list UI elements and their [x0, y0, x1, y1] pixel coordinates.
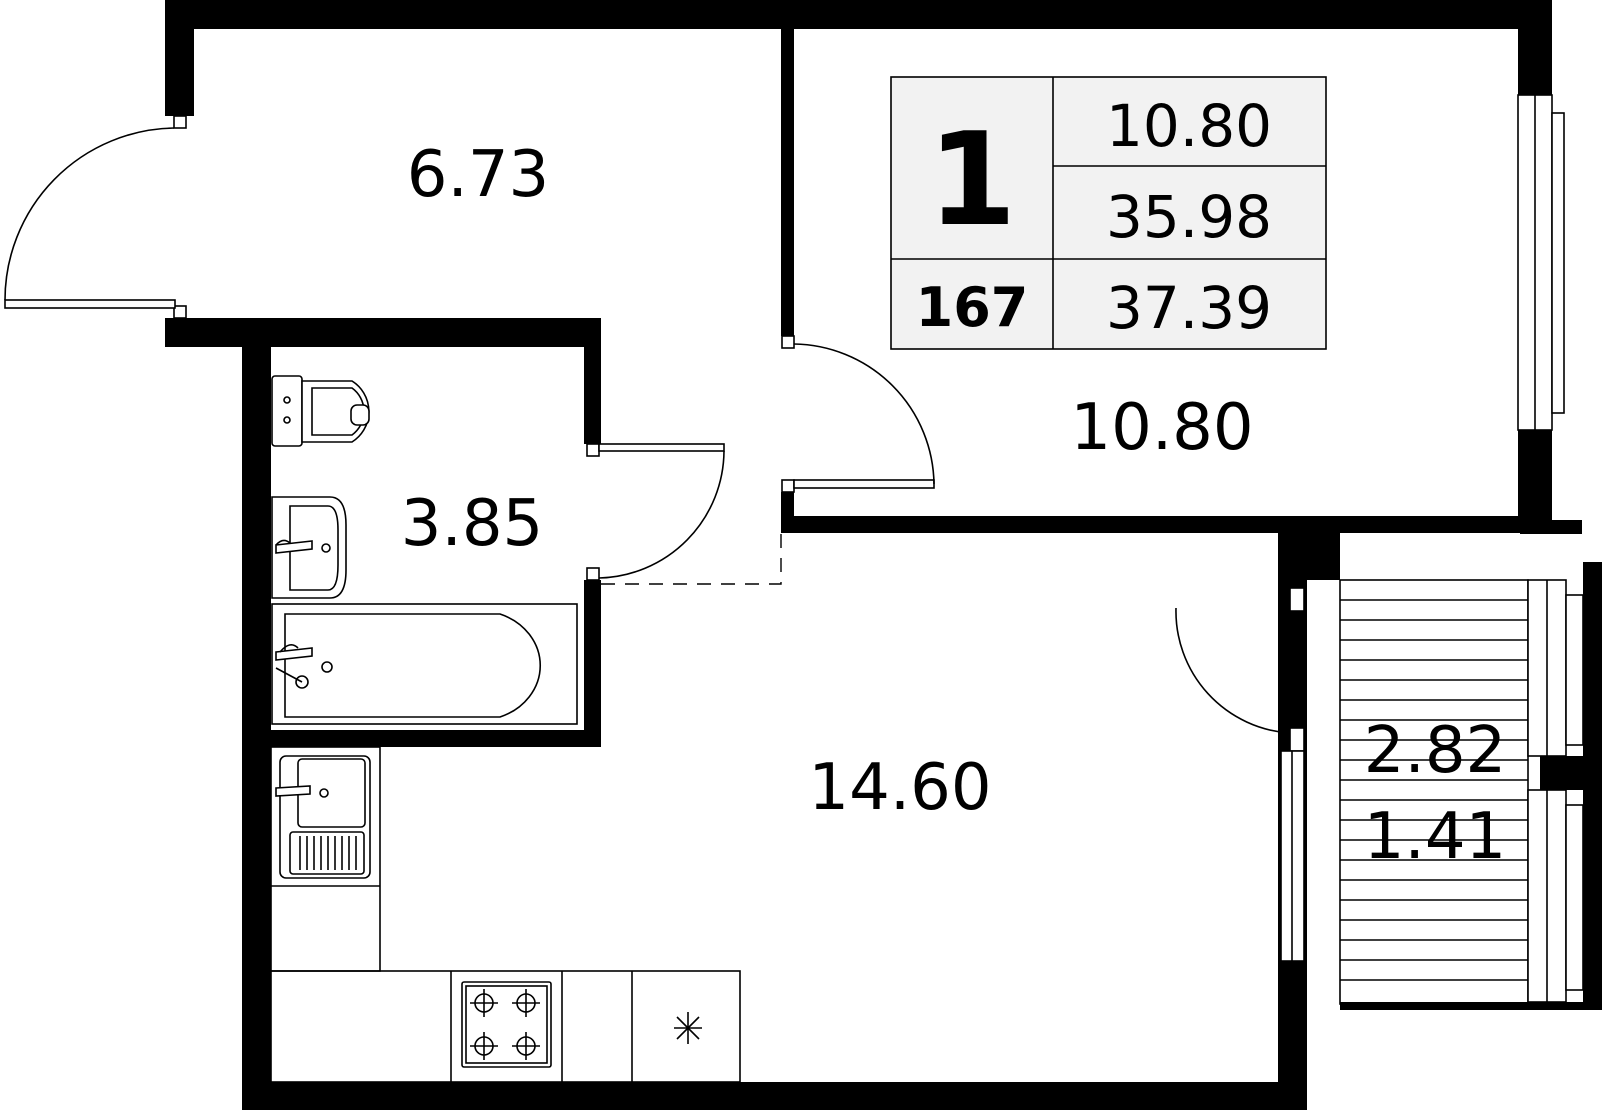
loggia	[1339, 579, 1584, 1005]
drain-ribs	[299, 836, 357, 870]
loggia-area: 2.82	[1364, 714, 1507, 788]
kitchen-living-area: 14.60	[808, 751, 991, 825]
bedroom-door	[781, 335, 935, 493]
apartment-summary-table: 1 167 10.80 35.98 37.39	[890, 76, 1327, 350]
burner-icon	[470, 989, 498, 1017]
fridge-icon	[674, 1012, 702, 1044]
burner-icon	[512, 1032, 540, 1060]
table-background	[890, 76, 1327, 350]
burner-icon	[512, 989, 540, 1017]
toilet-icon	[271, 375, 370, 447]
hall-area: 6.73	[407, 138, 550, 212]
sink-icon	[275, 755, 371, 879]
balcony-door	[1175, 587, 1305, 962]
total-area-with-balcony: 37.39	[1106, 274, 1272, 342]
entrance-door	[4, 115, 187, 319]
bedroom-window	[1517, 94, 1565, 431]
loggia-deck-lines	[1340, 599, 1528, 981]
bedroom-area: 10.80	[1070, 391, 1253, 465]
apartment-number: 167	[916, 276, 1029, 339]
bathroom-area: 3.85	[401, 487, 544, 561]
opening-dashed-line	[601, 532, 782, 585]
living-area: 10.80	[1106, 92, 1272, 160]
kitchen-counter	[270, 746, 741, 1083]
total-area: 35.98	[1106, 183, 1272, 251]
bathroom-door	[586, 443, 725, 581]
burner-icon	[470, 1032, 498, 1060]
bathtub-icon	[271, 603, 578, 725]
rooms-count: 1	[927, 106, 1016, 255]
loggia-reduced-area: 1.41	[1364, 800, 1507, 874]
stove-icon	[461, 981, 552, 1068]
washbasin-icon	[271, 496, 347, 599]
